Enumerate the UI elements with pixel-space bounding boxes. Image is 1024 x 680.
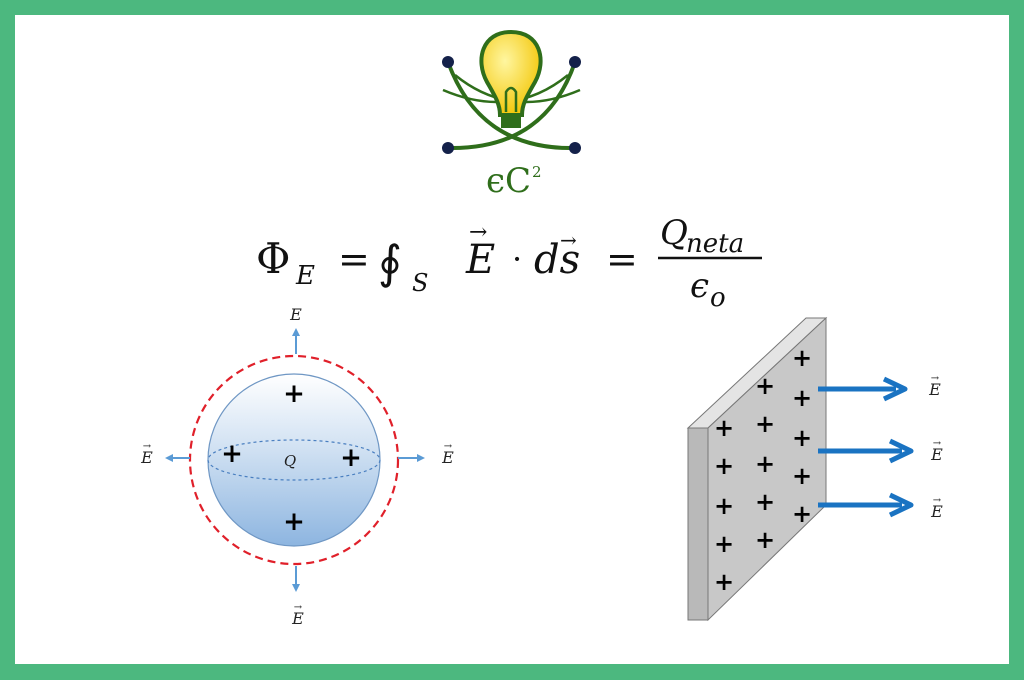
- charge-plus-right: +: [340, 443, 362, 473]
- gauss-law-equation: Φ E = ∮ S → E · ds → = Q neta ϵ o: [256, 213, 762, 313]
- sphere-equator: [207, 439, 381, 481]
- plate-plus: +: [792, 343, 812, 372]
- plate-plus: +: [714, 529, 734, 558]
- plate-plus: +: [792, 461, 812, 490]
- plate-plus: +: [714, 413, 734, 442]
- equals-sign-2: =: [606, 237, 638, 281]
- plate-plus: +: [792, 383, 812, 412]
- lightbulb-icon: [479, 29, 543, 128]
- field-label-top: E: [289, 305, 302, 324]
- area-vector-arrow: →: [560, 228, 577, 252]
- permittivity: ϵ: [690, 266, 709, 306]
- plate-charges: + + + + + + + + + + + + + + +: [714, 343, 812, 596]
- sphere-charge-label: Q: [284, 452, 296, 470]
- plate-field-label-2: E: [930, 445, 943, 464]
- plate-plus: +: [792, 423, 812, 452]
- charged-sphere-diagram: + + + + Q E → E → E → E: [140, 305, 454, 628]
- charge-plus-top: +: [283, 379, 305, 409]
- area-element: ds: [534, 237, 580, 283]
- plate-plus: +: [755, 409, 775, 438]
- plate-plus: +: [714, 567, 734, 596]
- plate-field-label-1-arrow: →: [931, 373, 940, 384]
- permittivity-subscript: o: [710, 283, 726, 313]
- net-charge-subscript: neta: [686, 229, 744, 259]
- logo-text: ϵC: [486, 161, 531, 201]
- plate-field-label-3: E: [930, 502, 943, 521]
- plate-field-label-2-arrow: →: [933, 438, 942, 449]
- contour-integral-symbol: ∮: [378, 235, 402, 289]
- field-label-right: E: [441, 448, 454, 467]
- charge-plus-left: +: [221, 439, 243, 469]
- plate-field-label-3-arrow: →: [933, 495, 942, 506]
- charged-plate-diagram: + + + + + + + + + + + + + + + →: [686, 316, 943, 622]
- plate-plus: +: [792, 499, 812, 528]
- field-label-left-arrow: →: [143, 441, 152, 452]
- plate-field-arrow-2: [818, 438, 914, 464]
- plate-field-arrow-1: [818, 376, 908, 402]
- plate-plus: +: [755, 449, 775, 478]
- equals-sign-1: =: [338, 237, 370, 281]
- field-vector-arrow: →: [469, 220, 487, 245]
- field-vector: E: [465, 237, 495, 283]
- charge-plus-bottom: +: [283, 507, 305, 537]
- dot-product: ·: [512, 240, 522, 278]
- field-label-bottom: E: [291, 609, 304, 628]
- flux-symbol: Φ: [256, 234, 290, 283]
- plate-plus: +: [755, 371, 775, 400]
- plate-edge-left: [687, 427, 709, 621]
- net-charge: Q: [660, 213, 688, 253]
- gaussian-surface: [188, 354, 400, 566]
- logo-superscript: 2: [532, 163, 542, 181]
- integral-subscript: S: [412, 269, 428, 297]
- plate-field-arrow-3: [818, 492, 914, 518]
- logo: ϵC 2: [442, 29, 581, 201]
- field-label-right-arrow: →: [444, 441, 453, 452]
- field-label-bottom-arrow: →: [294, 602, 303, 613]
- flux-subscript: E: [295, 261, 315, 291]
- plate-plus: +: [714, 491, 734, 520]
- plate-plus: +: [714, 451, 734, 480]
- plate-field-label-1: E: [928, 380, 941, 399]
- field-label-left: E: [140, 448, 153, 467]
- plate-plus: +: [755, 525, 775, 554]
- plate-plus: +: [755, 487, 775, 516]
